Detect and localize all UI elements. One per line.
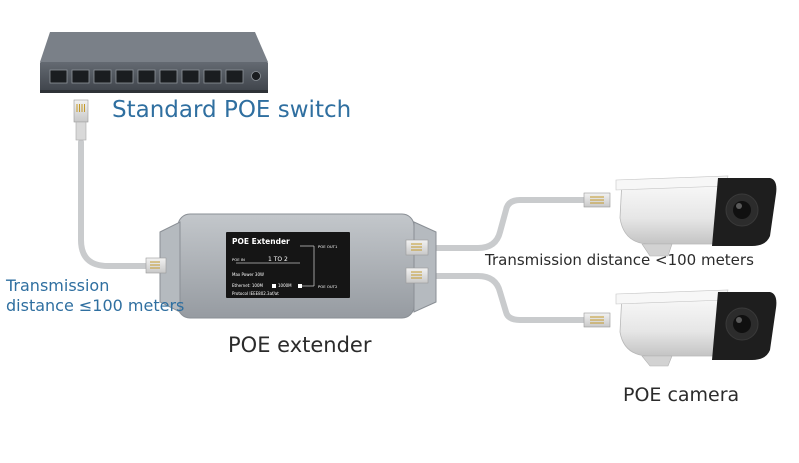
extender-title: POE Extender [232,237,290,246]
rj45-plug-extender-out1 [405,239,429,256]
left-distance-line2: distance ≤100 meters [6,296,185,315]
poe-camera-1 [615,175,777,257]
rj45-plug-extender-in [145,257,167,274]
poe-extender-device: POE Extender 1 TO 2 POE IN POE OUT1 POE … [159,213,437,319]
extender-ethernet-alt: 1000M [278,283,292,288]
rj45-plug-camera-2 [583,312,611,328]
rj45-plug-switch [73,99,89,141]
extender-poe-out1: POE OUT1 [318,244,338,249]
switch-caption: Standard POE switch [112,97,352,123]
cable-extender-to-camera-1 [425,197,591,251]
extender-ethernet: Ethernet: 100M [232,283,263,288]
cable-switch-to-extender [78,139,153,269]
rj45-plug-extender-out2 [405,267,429,284]
poe-camera-2 [615,289,777,367]
cable-extender-to-camera-2 [425,273,591,323]
left-distance-line1: Transmission [6,276,110,295]
extender-protocol: Protocol IEEE802.3af/at [232,291,279,296]
switch-power-jack [251,71,261,81]
extender-ratio: 1 TO 2 [268,256,288,263]
extender-poe-out2: POE OUT2 [318,284,338,289]
rj45-plug-camera-1 [583,192,611,208]
poe-switch [40,32,268,93]
cables [78,139,591,323]
extender-label-panel [226,232,350,298]
extender-poe-in: POE IN [232,257,245,262]
extender-caption: POE extender [228,333,372,357]
extender-max-power: Max Power 30W [232,272,264,277]
switch-ports [49,69,244,84]
right-distance-label: Transmission distance <100 meters [485,251,754,269]
camera-caption: POE camera [623,384,740,406]
